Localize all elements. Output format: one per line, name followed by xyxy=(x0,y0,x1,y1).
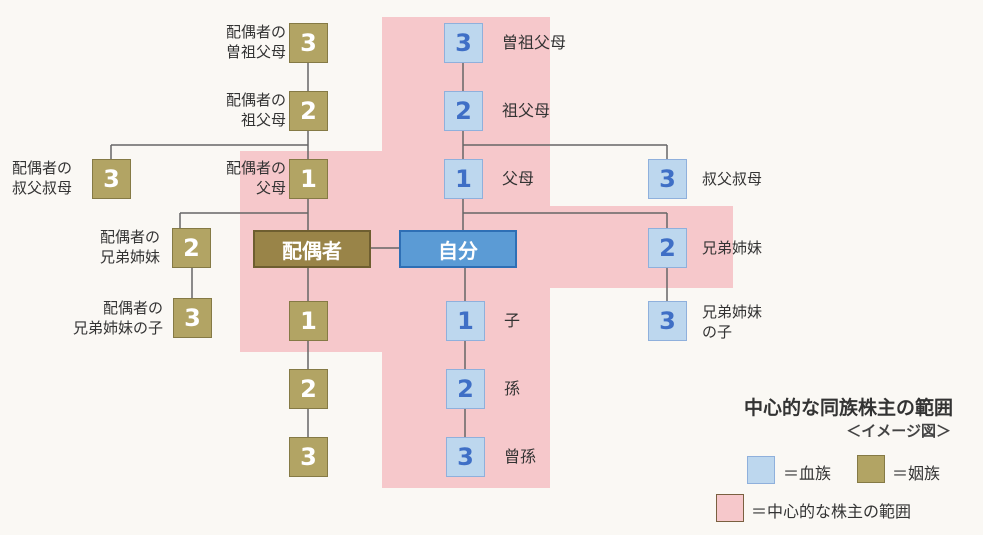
great-grandparents-label: 曽祖父母 xyxy=(502,33,567,52)
spouse-parents-label: 配偶者の父母 xyxy=(225,159,286,197)
spouse-siblings-label: 配偶者の兄弟姉妹 xyxy=(99,228,160,266)
spouse-child-1-box: 1 xyxy=(289,301,328,341)
legend-subtitle: ＜イメージ図＞ xyxy=(846,422,951,440)
grandparents-box: 2 xyxy=(444,91,483,131)
great-grandchildren-box: 3 xyxy=(446,437,485,477)
spouse-parents-box: 1 xyxy=(289,159,328,199)
grandparents-label: 祖父母 xyxy=(502,101,551,120)
legend-range-label: ＝中心的な株主の範囲 xyxy=(751,502,912,521)
spouse-child-2-box: 2 xyxy=(289,369,328,409)
siblings-box: 2 xyxy=(648,228,687,268)
spouse-great-grandparents-label: 配偶者の曽祖父母 xyxy=(225,23,286,61)
legend-blood-swatch xyxy=(747,456,775,484)
legend-blood-label: ＝血族 xyxy=(783,464,832,483)
children-label: 子 xyxy=(504,311,521,330)
uncles-box: 3 xyxy=(648,159,687,199)
grandchildren-box: 2 xyxy=(446,369,485,409)
children-box: 1 xyxy=(446,301,485,341)
spouse-child-3-box: 3 xyxy=(289,437,328,477)
legend-title: 中心的な同族株主の範囲 xyxy=(743,397,953,419)
spouse-sibling-children-label: 配偶者の兄弟姉妹の子 xyxy=(72,299,163,337)
grandchildren-label: 孫 xyxy=(504,379,521,398)
uncles-label: 叔父叔母 xyxy=(702,170,763,188)
spouse-siblings-box: 2 xyxy=(172,228,211,268)
great-grandparents-box: 3 xyxy=(444,23,483,63)
siblings-label: 兄弟姉妹 xyxy=(702,239,763,257)
sibling-children-box: 3 xyxy=(648,301,687,341)
spouse-uncles-label: 配偶者の叔父叔母 xyxy=(12,159,73,197)
spouse-great-grandparents-box: 3 xyxy=(289,23,328,63)
self-box: 自分 xyxy=(399,230,517,268)
spouse-sibling-children-box: 3 xyxy=(173,298,212,338)
spouse-uncles-box: 3 xyxy=(92,159,131,199)
great-grandchildren-label: 曾孫 xyxy=(504,447,537,466)
legend-inlaw-swatch xyxy=(857,455,885,483)
legend-inlaw-label: ＝姻族 xyxy=(892,464,941,483)
legend-range-swatch xyxy=(716,494,744,522)
spouse-grandparents-box: 2 xyxy=(289,91,328,131)
spouse-grandparents-label: 配偶者の祖父母 xyxy=(225,91,286,129)
parents-box: 1 xyxy=(444,159,483,199)
spouse-box: 配偶者 xyxy=(253,230,371,268)
parents-label: 父母 xyxy=(502,169,535,188)
sibling-children-label: 兄弟姉妹の子 xyxy=(702,303,763,341)
